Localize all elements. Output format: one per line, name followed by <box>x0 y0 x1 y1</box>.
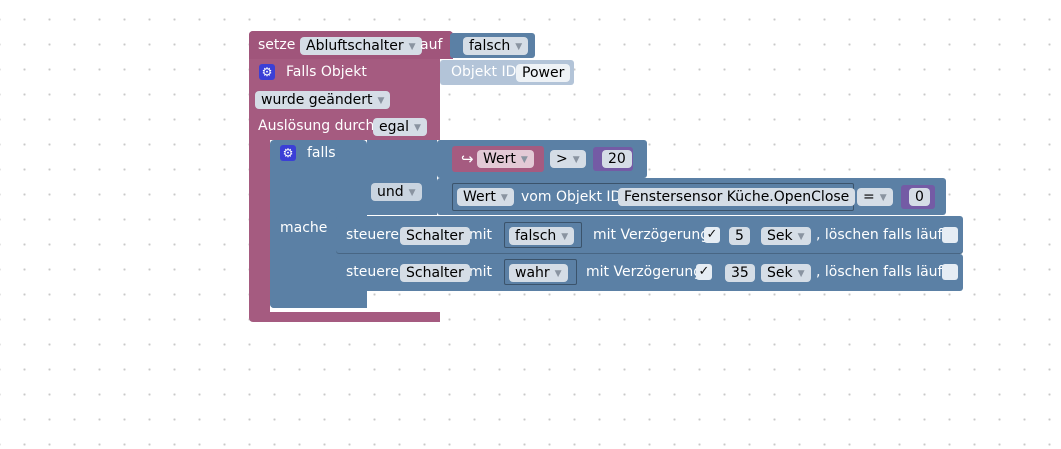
control-value-dropdown-2[interactable]: wahr ▼ <box>509 264 568 282</box>
trigger-value-dropdown[interactable]: Wert ▼ <box>477 150 534 168</box>
dropdown-arrow-icon: ▼ <box>879 193 887 203</box>
trigger-label: Falls Objekt <box>286 64 367 80</box>
set-label: setze <box>258 37 296 53</box>
if-label: falls <box>307 145 336 161</box>
and-dropdown-value: und <box>377 184 404 200</box>
gear-icon[interactable]: ⚙ <box>280 145 296 161</box>
control-label-2: steuere <box>346 264 399 280</box>
dropdown-arrow-icon: ▼ <box>797 232 805 242</box>
dropdown-arrow-icon: ▼ <box>797 269 805 279</box>
clear-running-label-1: , löschen falls läuft <box>816 227 948 243</box>
boolean-dropdown-value: falsch <box>469 38 511 54</box>
delay-input-2[interactable]: 35 <box>725 264 755 282</box>
trigger-by-dropdown[interactable]: egal ▼ <box>373 118 427 136</box>
operator-value-2: = <box>863 189 875 205</box>
to-label: auf <box>420 37 443 53</box>
unit-value-2: Sek <box>767 265 793 281</box>
checkmark-icon: ✓ <box>698 264 710 279</box>
dropdown-arrow-icon: ▼ <box>408 42 416 52</box>
dropdown-arrow-icon: ▼ <box>520 155 528 165</box>
object-id-value-2: Fenstersensor Küche.OpenClose <box>624 189 850 205</box>
control-value-dropdown-1[interactable]: falsch ▼ <box>509 227 575 245</box>
clear-running-label-2: , löschen falls läuft <box>816 264 948 280</box>
with-label-2: mit <box>469 264 493 280</box>
delay-checkbox-1[interactable]: ✓ <box>704 227 720 243</box>
of-object-label: vom Objekt ID <box>521 189 622 205</box>
unit-dropdown-2[interactable]: Sek ▼ <box>761 264 811 282</box>
if-block-condition-bg <box>367 140 437 215</box>
variable-dropdown[interactable]: Abluftschalter ▼ <box>300 37 422 55</box>
number-input-2[interactable]: 0 <box>909 188 930 206</box>
dropdown-arrow-icon: ▼ <box>408 188 416 198</box>
dropdown-arrow-icon: ▼ <box>561 232 569 242</box>
dropdown-arrow-icon: ▼ <box>500 193 508 203</box>
delay-checkbox-2[interactable]: ✓ <box>696 264 712 280</box>
dropdown-arrow-icon: ▼ <box>572 155 580 165</box>
delay-value-1: 5 <box>735 228 744 244</box>
number-value-1: 20 <box>608 151 626 167</box>
object-value-field: Wert <box>463 189 496 205</box>
control-label-1: steuere <box>346 227 399 243</box>
clear-running-checkbox-2[interactable] <box>942 264 958 280</box>
operator-dropdown-2[interactable]: =▼ <box>857 188 893 206</box>
delay-value-2: 35 <box>731 265 749 281</box>
operator-dropdown-1[interactable]: >▼ <box>550 150 586 168</box>
checkmark-icon: ✓ <box>706 227 718 242</box>
delay-label-1: mit Verzögerung <box>593 227 710 243</box>
control-target-value-1: Schalter <box>406 228 464 244</box>
control-value-2: wahr <box>515 265 550 281</box>
condition-dropdown-value: wurde geändert <box>261 92 373 108</box>
object-id-field[interactable]: Power <box>516 64 571 82</box>
dropdown-arrow-icon: ▼ <box>377 96 385 106</box>
gear-icon[interactable]: ⚙ <box>259 64 275 80</box>
control-target-value-2: Schalter <box>406 265 464 281</box>
condition-dropdown[interactable]: wurde geändert ▼ <box>255 91 391 109</box>
object-id-label: Objekt ID <box>451 64 517 80</box>
dropdown-arrow-icon: ▼ <box>515 42 523 52</box>
and-dropdown[interactable]: und ▼ <box>371 183 422 201</box>
control-target-dropdown-1[interactable]: Schalter <box>400 227 470 245</box>
arrow-return-icon: ↪ <box>461 150 474 168</box>
object-id-value: Power <box>522 65 565 81</box>
with-label-1: mit <box>469 227 493 243</box>
trigger-value-field: Wert <box>483 151 516 167</box>
operator-value-1: > <box>556 151 568 167</box>
boolean-dropdown[interactable]: falsch ▼ <box>463 37 529 55</box>
trigger-block-bottom <box>249 312 440 322</box>
trigger-by-value: egal <box>379 119 409 135</box>
if-block-bottom <box>270 294 367 308</box>
delay-label-2: mit Verzögerung <box>586 264 703 280</box>
number-input-1[interactable]: 20 <box>602 150 632 168</box>
dropdown-arrow-icon: ▼ <box>554 269 562 279</box>
unit-value-1: Sek <box>767 228 793 244</box>
control-target-dropdown-2[interactable]: Schalter <box>400 264 470 282</box>
object-value-dropdown[interactable]: Wert ▼ <box>457 188 514 206</box>
clear-running-checkbox-1[interactable] <box>942 227 958 243</box>
trigger-block-spine <box>249 140 270 312</box>
variable-dropdown-value: Abluftschalter <box>306 38 404 54</box>
delay-input-1[interactable]: 5 <box>729 227 750 245</box>
unit-dropdown-1[interactable]: Sek ▼ <box>761 227 811 245</box>
control-value-1: falsch <box>515 228 557 244</box>
object-id-field-2[interactable]: Fenstersensor Küche.OpenClose <box>618 188 856 206</box>
do-label: mache <box>280 220 328 236</box>
number-value-2: 0 <box>915 189 924 205</box>
dropdown-arrow-icon: ▼ <box>413 123 421 133</box>
trigger-by-label: Auslösung durch <box>258 118 375 134</box>
